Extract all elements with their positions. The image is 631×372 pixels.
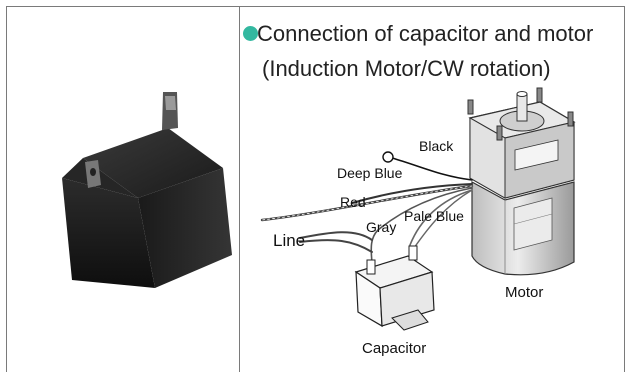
label-capacitor: Capacitor	[362, 340, 426, 357]
diagram-title: Connection of capacitor and motor	[257, 21, 594, 46]
label-black: Black	[419, 138, 454, 154]
capacitor-illustration	[354, 245, 435, 331]
wires	[260, 151, 474, 266]
label-gray: Gray	[366, 219, 396, 235]
bullet-icon	[243, 26, 258, 41]
label-deep-blue: Deep Blue	[337, 165, 403, 181]
label-line: Line	[273, 231, 305, 250]
label-red: Red	[340, 194, 366, 210]
diagram-panel	[239, 6, 625, 372]
label-pale-blue: Pale Blue	[404, 208, 464, 224]
motor-illustration	[467, 87, 576, 276]
label-motor: Motor	[505, 284, 543, 301]
diagram-subtitle: (Induction Motor/CW rotation)	[262, 56, 551, 81]
photo-panel	[6, 6, 240, 372]
